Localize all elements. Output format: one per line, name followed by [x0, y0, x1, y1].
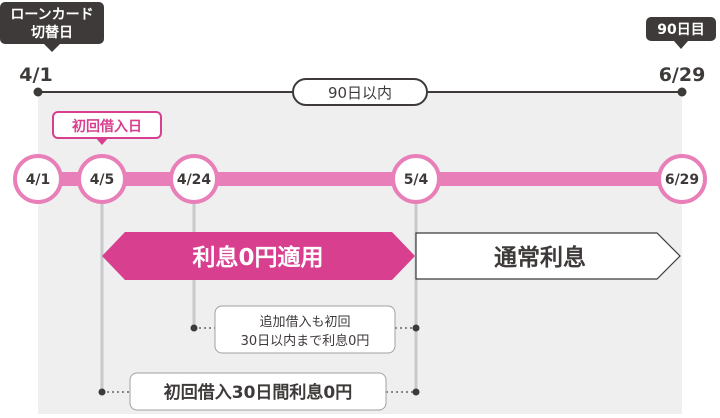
timeline-node: 5/4	[391, 154, 441, 204]
card-switch-badge-line1: ローンカード	[10, 7, 93, 23]
timeline-node: 4/5	[77, 154, 127, 204]
day-90-badge: 90日目	[646, 17, 716, 49]
start-date-label: 4/1	[19, 64, 52, 86]
normal-interest-label: 通常利息	[494, 244, 586, 271]
period-end-dot	[677, 87, 687, 97]
timeline-node: 4/1	[13, 154, 63, 204]
timeline-bar	[38, 172, 682, 186]
card-switch-badge-line2: 切替日	[31, 24, 73, 41]
additional-borrow-note: 追加借入も初回 30日以内まで利息0円	[214, 305, 396, 354]
zero-interest-label: 利息0円適用	[192, 244, 323, 271]
zero-interest-arrow: 利息0円適用	[102, 232, 415, 280]
period-label-pill: 90日以内	[292, 78, 428, 106]
additional-note-line2: 30日以内まで利息0円	[241, 333, 370, 349]
timeline-node-label: 5/4	[404, 172, 429, 188]
first-30-dot-left	[98, 388, 106, 396]
timeline-node: 6/29	[657, 154, 707, 204]
first-30-dot-right	[412, 388, 420, 396]
additional-note-dot-left	[190, 324, 198, 332]
timeline-node-label: 4/24	[177, 172, 212, 188]
timeline-node: 4/24	[169, 154, 219, 204]
card-switch-badge: ローンカード 切替日	[0, 2, 104, 52]
timeline-node-label: 4/1	[26, 172, 51, 188]
normal-interest-arrow: 通常利息	[415, 232, 681, 280]
first-30-days-note: 初回借入30日間利息0円	[129, 372, 387, 411]
day-90-badge-label: 90日目	[657, 22, 704, 38]
first-30-days-label: 初回借入30日間利息0円	[164, 382, 353, 403]
period-label: 90日以内	[328, 84, 392, 102]
timeline-node-label: 4/5	[90, 172, 115, 188]
first-borrow-badge: 初回借入日	[52, 111, 162, 145]
additional-note-dot-right	[412, 324, 420, 332]
timeline-node-label: 6/29	[665, 172, 699, 188]
first-borrow-badge-label: 初回借入日	[72, 118, 142, 135]
additional-note-line1: 追加借入も初回	[259, 314, 350, 330]
end-date-label: 6/29	[659, 64, 706, 86]
period-start-dot	[33, 87, 43, 97]
